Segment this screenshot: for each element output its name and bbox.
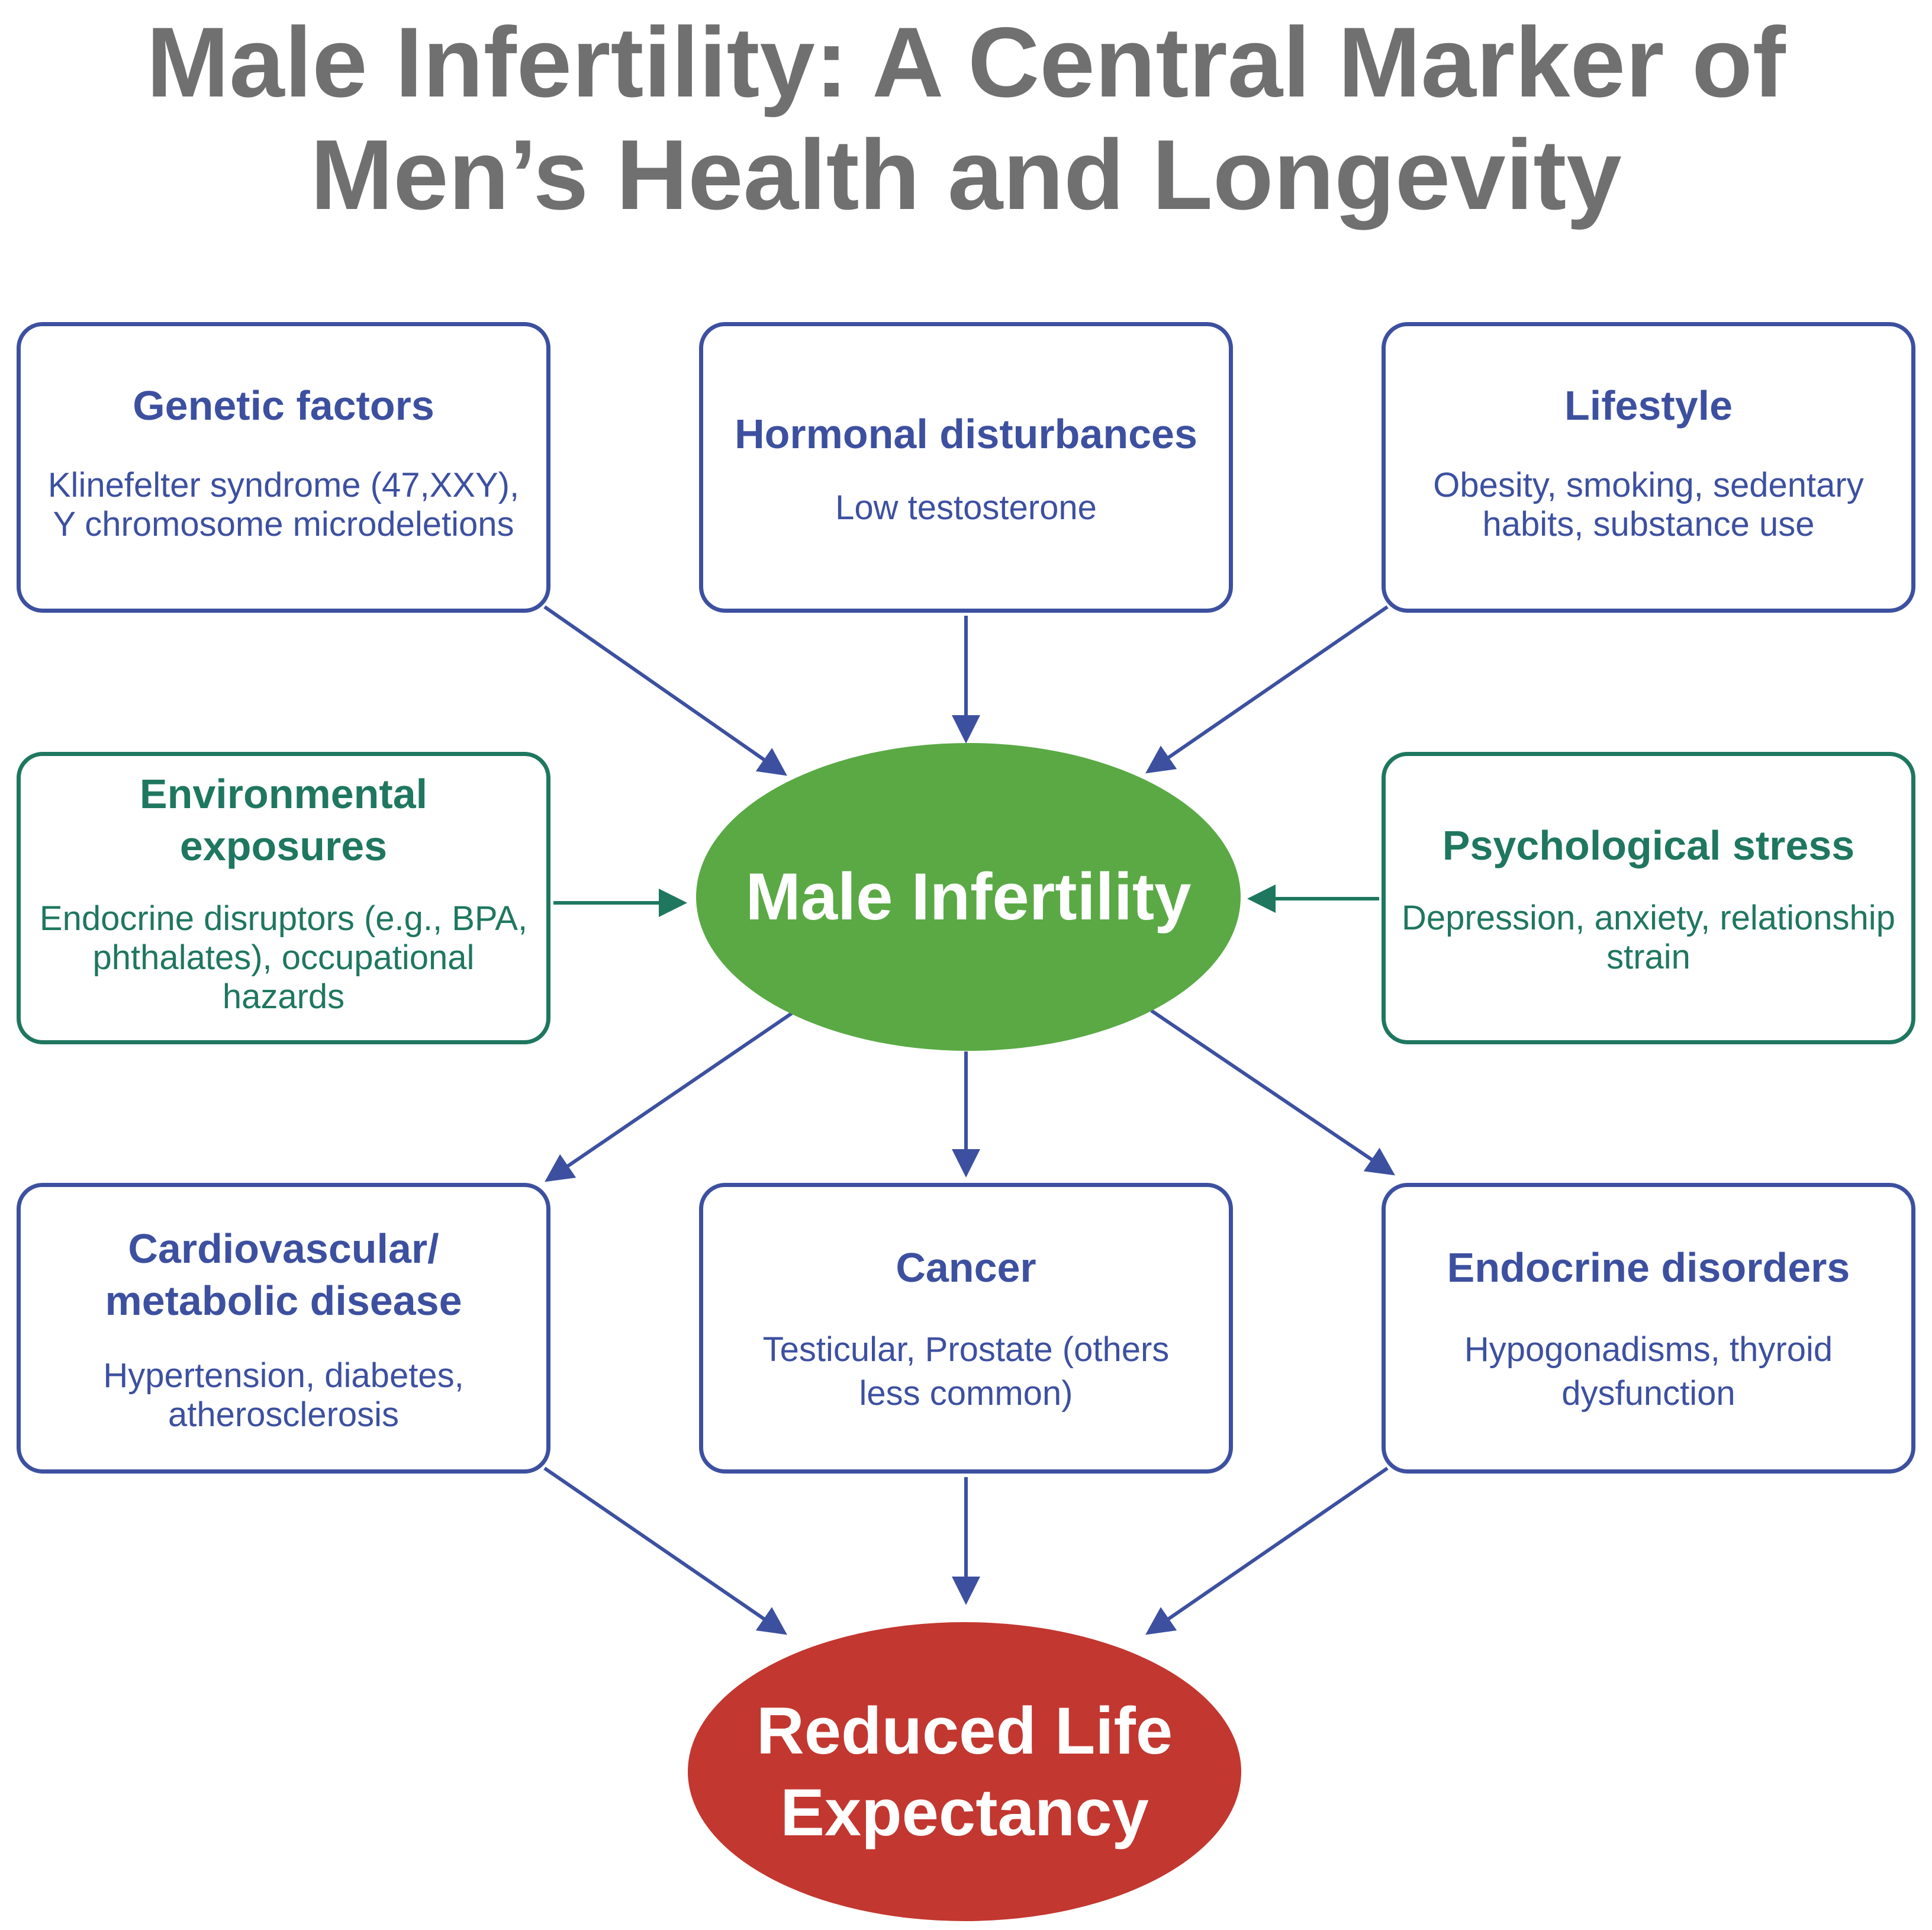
- reduced-life-expectancy-line-1: Reduced Life: [756, 1693, 1173, 1768]
- male-infertility-node: Male Infertility: [696, 743, 1241, 1051]
- lifestyle-text: Obesity, smoking, sedentary habits, subs…: [1433, 466, 1863, 544]
- genetic-factors-line-1: Klinefelter syndrome (47,XXY),: [47, 465, 520, 504]
- arrow-genetic-to-infertility: [543, 605, 787, 776]
- genetic-factors-line-2: Y chromosome microdeletions: [53, 504, 514, 543]
- psychological-stress-title: Psychological stress: [1442, 822, 1855, 868]
- environmental-exposures-text: Endocrine disruptors (e.g., BPA, phthala…: [40, 899, 527, 1017]
- endocrine-disorders-line-2: dysfunction: [1561, 1373, 1735, 1413]
- environmental-exposures-box: Environmental exposures Endocrine disrup…: [17, 752, 550, 1044]
- cancer-box: Cancer Testicular, Prostate (others less…: [699, 1183, 1233, 1474]
- cardiovascular-metabolic-title: Cardiovascular/ metabolic disease: [105, 1223, 462, 1327]
- environmental-exposures-line-1: Endocrine disruptors (e.g., BPA,: [39, 899, 528, 938]
- title-line-1: Male Infertility: A Central Marker of: [146, 7, 1786, 118]
- cardiovascular-title-line-2: metabolic disease: [105, 1277, 462, 1324]
- genetic-factors-text: Klinefelter syndrome (47,XXY), Y chromos…: [48, 466, 519, 544]
- diagram-title: Male Infertility: A Central Marker of Me…: [0, 6, 1932, 231]
- endocrine-disorders-line-1: Hypogonadisms, thyroid: [1464, 1330, 1833, 1369]
- cancer-title: Cancer: [896, 1244, 1036, 1291]
- hormonal-disturbances-box: Hormonal disturbances Low testosterone: [699, 322, 1233, 613]
- psychological-stress-line-1: Depression, anxiety, relationship: [1402, 899, 1895, 937]
- lifestyle-line-2: habits, substance use: [1482, 504, 1815, 543]
- cardiovascular-title-line-1: Cardiovascular/: [128, 1225, 439, 1272]
- genetic-factors-title: Genetic factors: [133, 382, 434, 429]
- cardiovascular-line-2: atherosclerosis: [168, 1395, 400, 1434]
- psychological-stress-text: Depression, anxiety, relationship strain: [1402, 899, 1895, 977]
- hormonal-disturbances-line-1: Low testosterone: [835, 488, 1097, 527]
- reduced-life-expectancy-line-2: Expectancy: [780, 1775, 1149, 1849]
- lifestyle-title: Lifestyle: [1564, 382, 1733, 429]
- endocrine-disorders-box: Endocrine disorders Hypogonadisms, thyro…: [1382, 1183, 1915, 1474]
- hormonal-disturbances-text: Low testosterone: [835, 488, 1097, 527]
- endocrine-disorders-text: Hypogonadisms, thyroid dysfunction: [1464, 1328, 1833, 1416]
- arrow-infertility-to-cardio: [545, 1011, 794, 1182]
- environmental-exposures-title: Environmental exposures: [139, 771, 428, 869]
- endocrine-disorders-title: Endocrine disorders: [1447, 1244, 1850, 1291]
- lifestyle-line-1: Obesity, smoking, sedentary: [1433, 465, 1864, 504]
- lifestyle-box: Lifestyle Obesity, smoking, sedentary ha…: [1382, 322, 1915, 613]
- cardiovascular-metabolic-box: Cardiovascular/ metabolic disease Hypert…: [17, 1183, 550, 1474]
- arrow-endocrine-to-outcome: [1145, 1466, 1389, 1635]
- environmental-exposures-line-2: phthalates), occupational: [92, 938, 475, 977]
- arrow-lifestyle-to-infertility: [1145, 605, 1389, 774]
- cancer-line-1: Testicular, Prostate (others: [762, 1330, 1170, 1369]
- title-line-2: Men’s Health and Longevity: [310, 119, 1622, 230]
- arrow-infertility-to-endocrine: [1150, 1009, 1395, 1176]
- arrow-cardio-to-outcome: [543, 1466, 787, 1635]
- cancer-text: Testicular, Prostate (others less common…: [763, 1328, 1170, 1416]
- cancer-line-2: less common): [859, 1373, 1073, 1413]
- hormonal-disturbances-title: Hormonal disturbances: [735, 410, 1197, 457]
- cardiovascular-metabolic-text: Hypertension, diabetes, atherosclerosis: [103, 1356, 463, 1434]
- cardiovascular-line-1: Hypertension, diabetes,: [103, 1356, 464, 1395]
- male-infertility-label: Male Infertility: [745, 860, 1192, 934]
- genetic-factors-box: Genetic factors Klinefelter syndrome (47…: [17, 322, 550, 613]
- reduced-life-expectancy-node: Reduced Life Expectancy: [688, 1622, 1241, 1921]
- psychological-stress-line-2: strain: [1606, 938, 1690, 976]
- environmental-exposures-line-3: hazards: [222, 977, 345, 1016]
- psychological-stress-box: Psychological stress Depression, anxiety…: [1382, 752, 1915, 1044]
